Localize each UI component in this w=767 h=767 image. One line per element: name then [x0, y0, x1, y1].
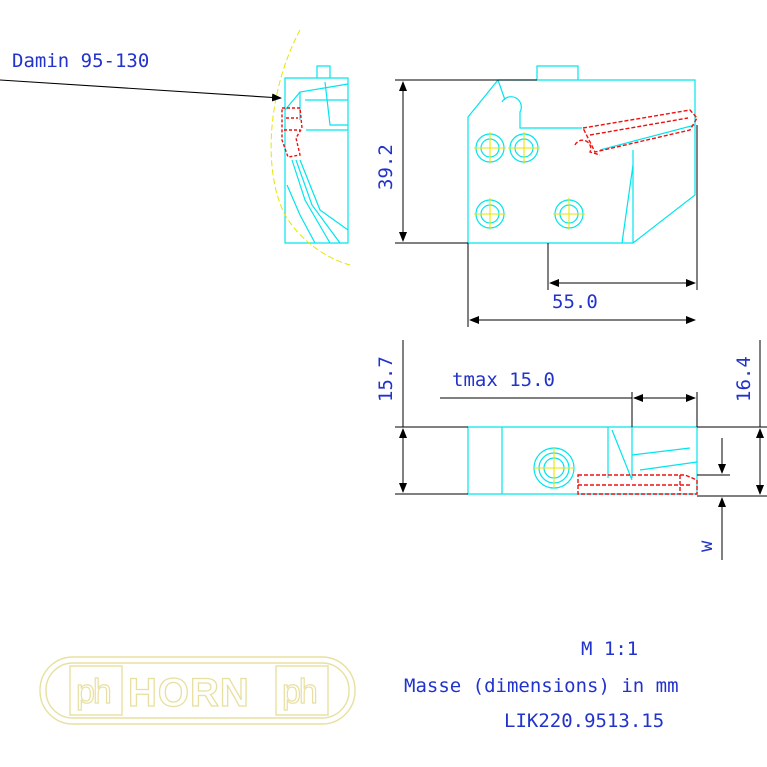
front-view-holes — [474, 132, 585, 230]
units-label: Masse (dimensions) in mm — [404, 675, 679, 697]
side-view — [284, 65, 349, 244]
top-view — [467, 426, 698, 495]
dim-55-label: 55.0 — [552, 291, 598, 313]
logo-mark-left: ph — [76, 673, 110, 711]
dim-16-4 — [697, 340, 767, 497]
horn-logo: ph HORN ph — [39, 656, 356, 725]
workpiece-arc — [270, 29, 351, 266]
dim-55 — [467, 125, 698, 327]
dim-tmax — [440, 392, 698, 427]
dim-15-7 — [395, 340, 468, 495]
logo-text: HORN — [128, 671, 250, 715]
dim-39-2-label: 39.2 — [375, 144, 397, 190]
dim-39-2 — [395, 79, 537, 244]
part-number: LIK220.9513.15 — [504, 710, 664, 732]
logo-mark-right: ph — [282, 673, 316, 711]
side-view-insert — [281, 107, 303, 158]
damin-leader — [0, 79, 282, 102]
dim-w — [697, 438, 730, 560]
scale-label: M 1:1 — [581, 638, 638, 660]
front-view-insert — [574, 109, 698, 156]
w-label: w — [695, 540, 717, 552]
damin-label: Damin 95-130 — [12, 50, 149, 72]
dim-16-4-label: 16.4 — [733, 356, 755, 402]
top-view-hole — [533, 447, 575, 489]
tmax-label: tmax 15.0 — [452, 369, 555, 391]
hole-centerlines — [474, 132, 585, 230]
front-view-outline — [467, 79, 696, 244]
side-view-outline — [284, 77, 349, 244]
top-view-insert — [577, 474, 698, 495]
dim-15-7-label: 15.7 — [375, 356, 397, 402]
